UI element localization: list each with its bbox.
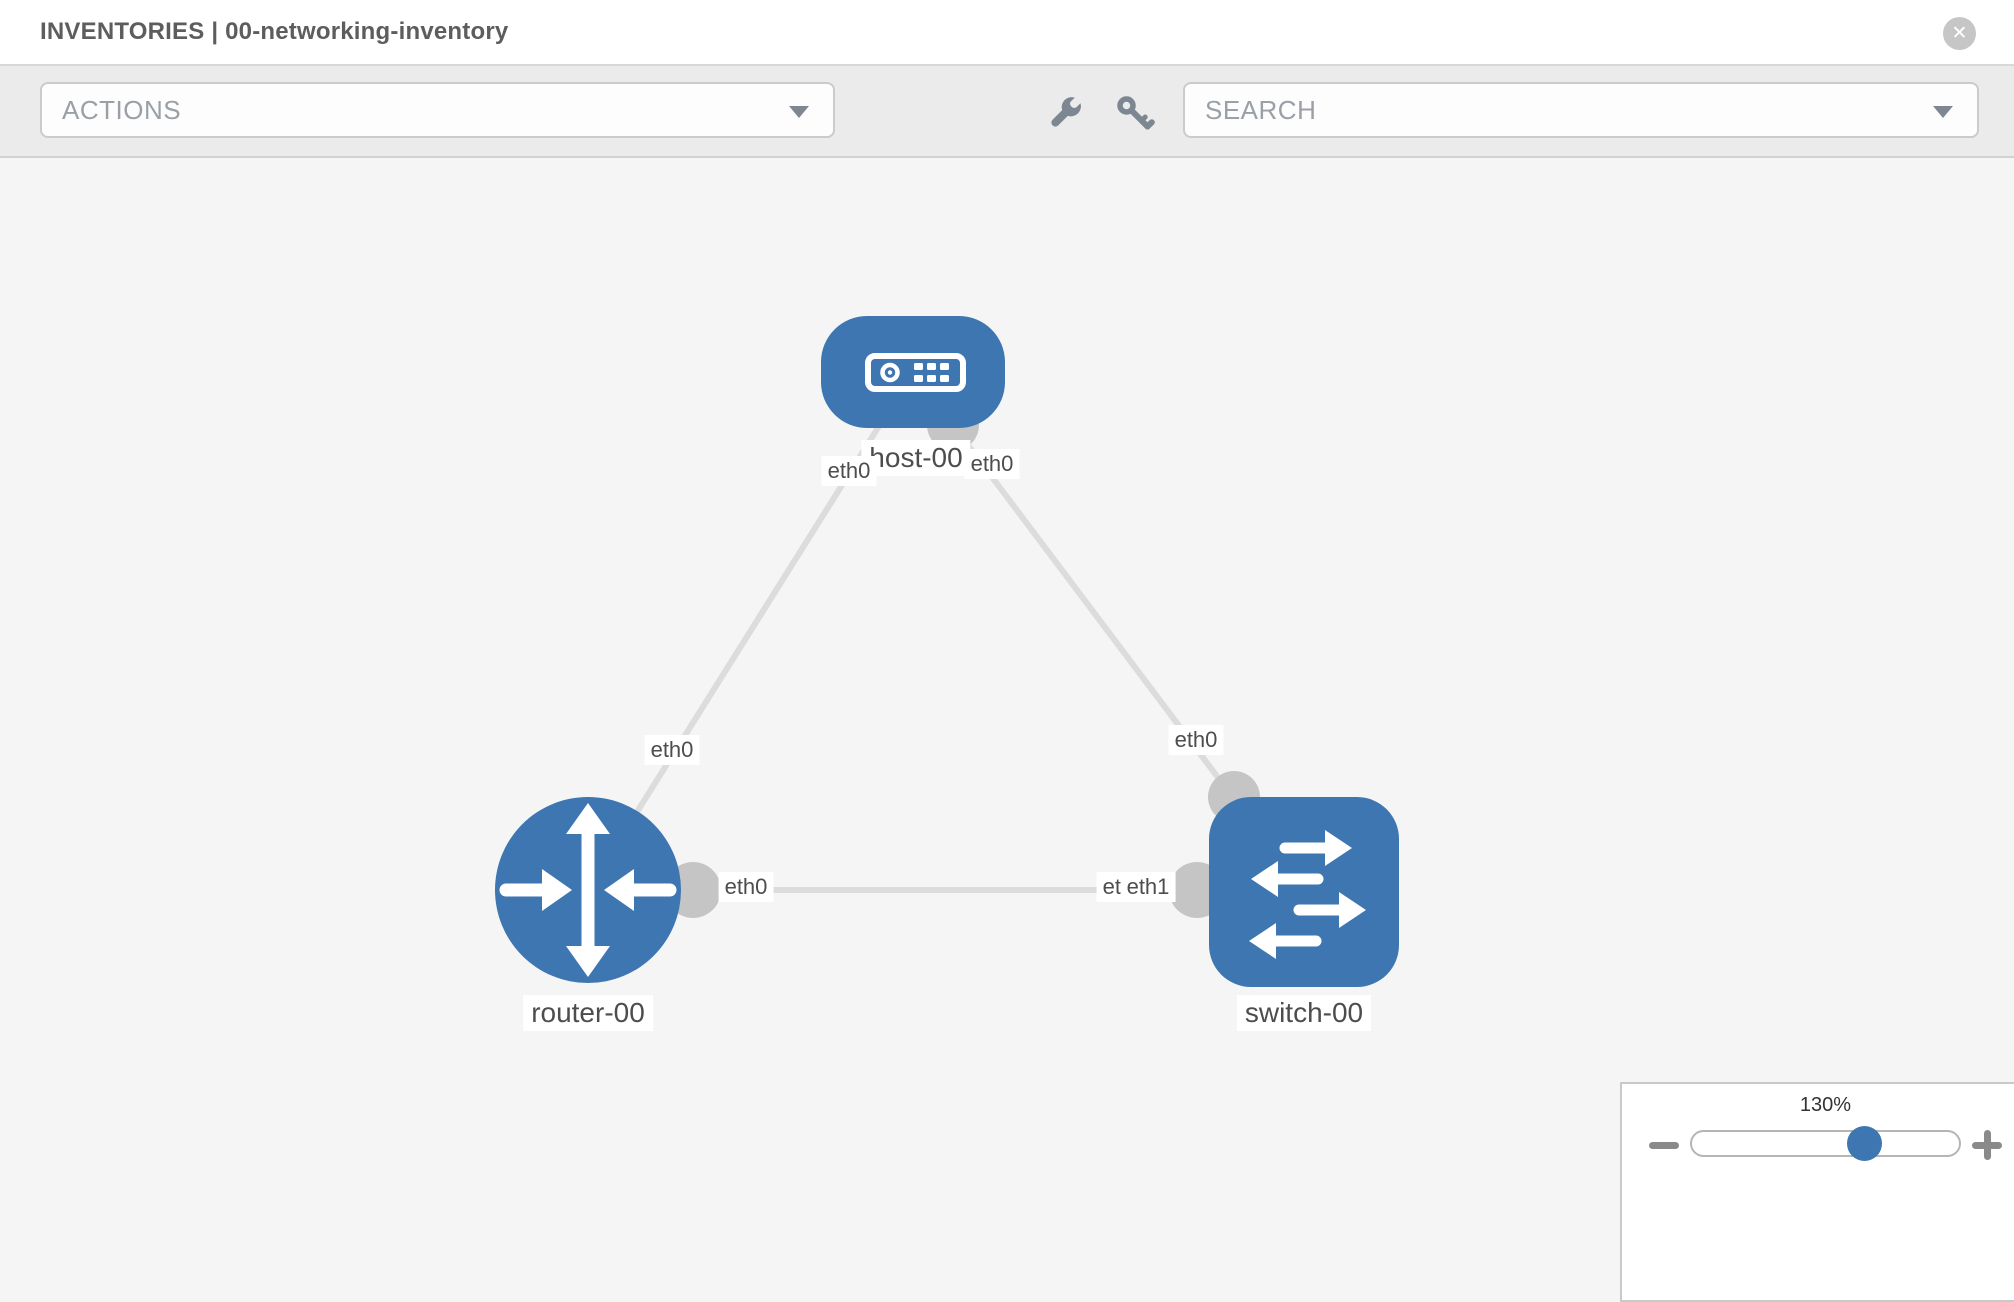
page-header: INVENTORIES | 00-networking-inventory ✕: [0, 0, 2014, 66]
node-label-switch[interactable]: switch-00: [1236, 995, 1372, 1031]
credentials-button[interactable]: [1113, 92, 1157, 136]
switch-icon: [1249, 830, 1366, 959]
port-label-host-eth0-left: eth0: [821, 456, 877, 486]
search-dropdown[interactable]: SEARCH: [1183, 82, 1979, 138]
minus-icon: [1649, 1142, 1679, 1149]
actions-dropdown-label: ACTIONS: [62, 95, 182, 125]
port-label-host-eth0-right: eth0: [964, 449, 1020, 479]
close-button[interactable]: ✕: [1943, 17, 1976, 50]
port-label-router-eth0-right: eth0: [718, 872, 774, 902]
node-label-host[interactable]: host-00: [861, 440, 971, 476]
node-label-router[interactable]: router-00: [523, 995, 653, 1031]
toolbar: ACTIONS SEARCH: [0, 66, 2014, 158]
node-router-00[interactable]: [495, 797, 681, 983]
chevron-down-icon: [789, 106, 809, 118]
configure-button[interactable]: [1044, 92, 1088, 136]
port-label-router-eth0-up: eth0: [644, 735, 700, 765]
port-label-switch-eth0-up: eth0: [1168, 725, 1224, 755]
node-switch-00[interactable]: [1209, 797, 1399, 987]
host-icon: [865, 353, 966, 392]
page-title: INVENTORIES | 00-networking-inventory: [40, 18, 509, 45]
router-icon: [499, 803, 677, 977]
key-icon: [1117, 96, 1155, 130]
actions-dropdown[interactable]: ACTIONS: [40, 82, 835, 138]
zoom-in-button[interactable]: [1969, 1127, 2005, 1163]
close-icon: ✕: [1951, 23, 1968, 44]
port-circles: [665, 399, 1260, 918]
zoom-control-panel: 130%: [1620, 1082, 2014, 1302]
zoom-level-value: 130%: [1799, 1094, 1852, 1116]
port-label-switch-eth1: eth1: [1120, 872, 1176, 902]
topology-canvas[interactable]: [0, 158, 2014, 1200]
search-placeholder: SEARCH: [1205, 95, 1317, 125]
node-host-00[interactable]: [821, 316, 1005, 428]
wrench-icon: [1051, 97, 1081, 127]
zoom-out-button[interactable]: [1646, 1127, 1682, 1163]
zoom-slider-track[interactable]: [1690, 1130, 1961, 1157]
zoom-slider-handle[interactable]: [1847, 1126, 1882, 1161]
chevron-down-icon: [1933, 106, 1953, 118]
